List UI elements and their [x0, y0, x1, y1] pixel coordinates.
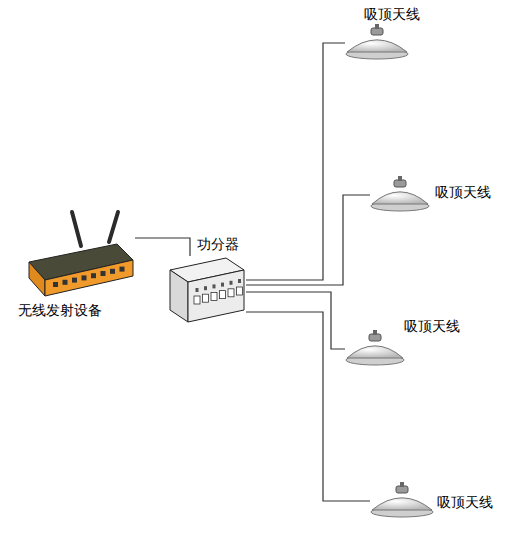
ceiling-antenna: 吸顶天线 [370, 484, 434, 518]
node-label: 吸顶天线 [436, 494, 494, 510]
node-label: 功分器 [196, 236, 240, 252]
antenna-icon [345, 26, 409, 60]
router-icon [25, 212, 135, 297]
splitter-icon [168, 256, 246, 324]
ceiling-antenna: 吸顶天线 [345, 332, 405, 366]
coax-cable [135, 238, 190, 256]
coax-cable [246, 292, 345, 349]
node-label: 吸顶天线 [434, 184, 492, 200]
coax-cable [246, 195, 370, 285]
coax-cable [246, 312, 370, 501]
antenna-icon [370, 178, 430, 212]
node-label: 吸顶天线 [403, 318, 461, 334]
coax-cable [246, 43, 345, 280]
ceiling-antenna: 吸顶天线 [370, 178, 430, 212]
power-splitter: 功分器 [168, 256, 246, 324]
antenna-icon [345, 332, 405, 366]
node-label: 吸顶天线 [363, 6, 421, 22]
antenna-icon [370, 484, 434, 518]
ceiling-antenna: 吸顶天线 [345, 26, 409, 60]
wireless-transmitter: 无线发射设备 [25, 212, 135, 297]
node-label: 无线发射设备 [17, 302, 103, 318]
